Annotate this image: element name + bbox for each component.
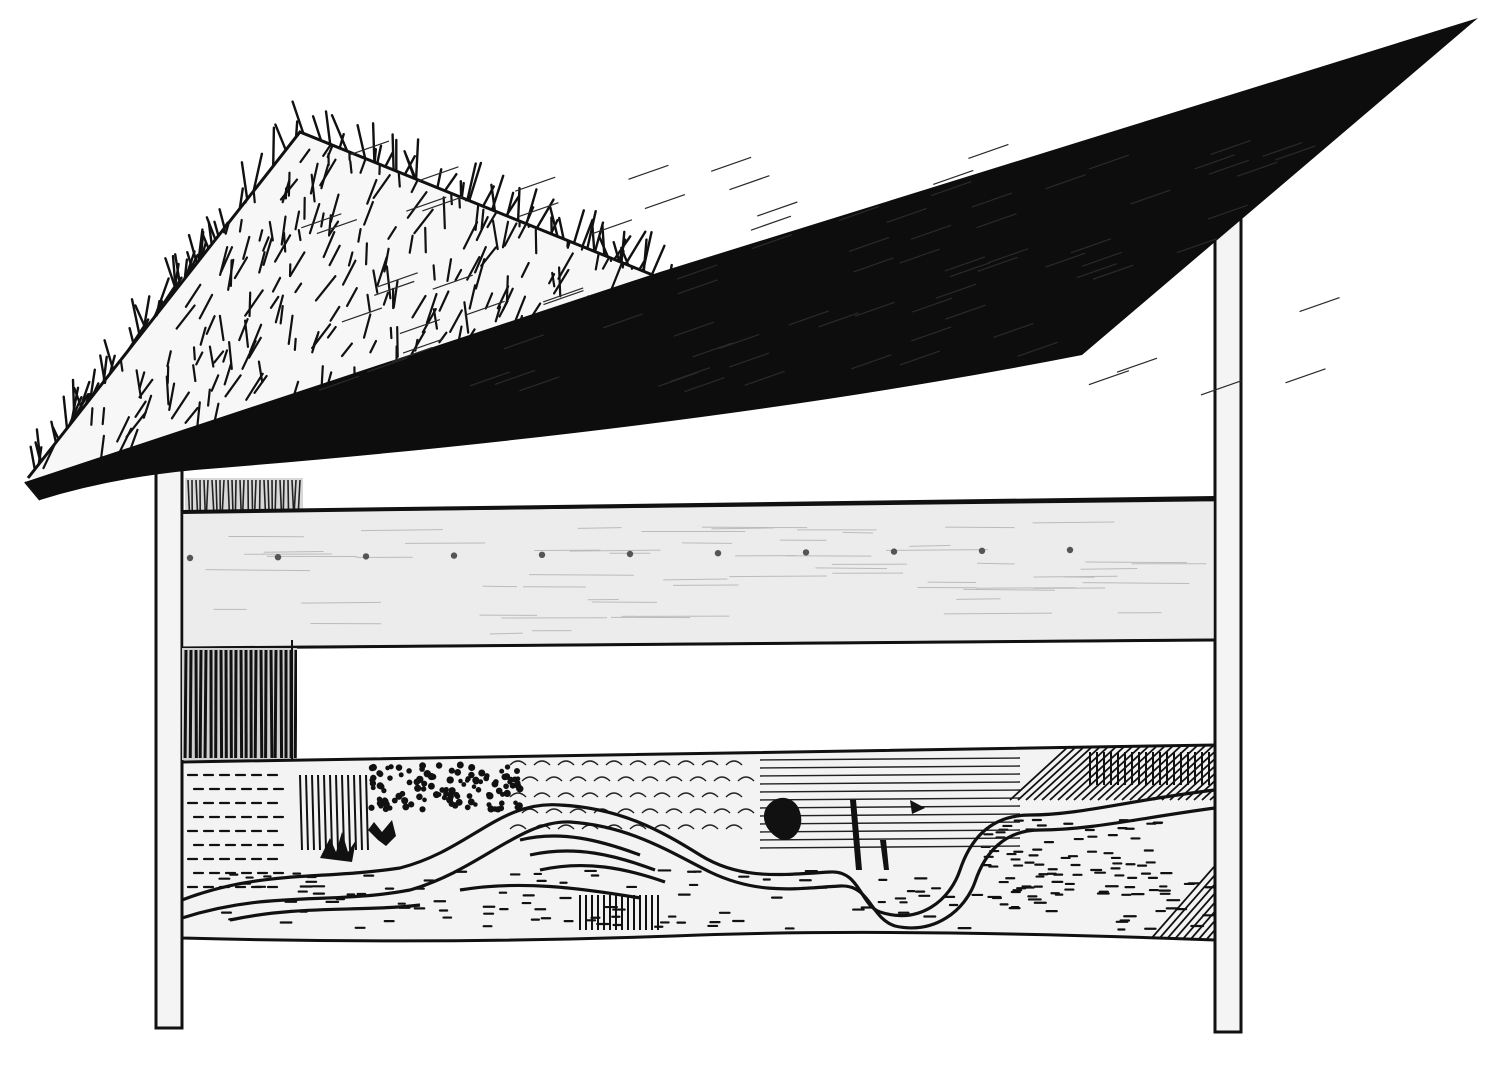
dark-hatched-block (182, 640, 297, 760)
landscape-relief-panel (180, 743, 1217, 943)
left-post (154, 468, 184, 1030)
upper-board (180, 496, 1217, 650)
wooden-post-icon (154, 140, 1243, 1034)
right-post (1213, 140, 1243, 1034)
plant-silhouettes (320, 797, 925, 870)
slanted-roof-panel (24, 18, 1478, 501)
terrain-contour-lines (182, 788, 1215, 930)
